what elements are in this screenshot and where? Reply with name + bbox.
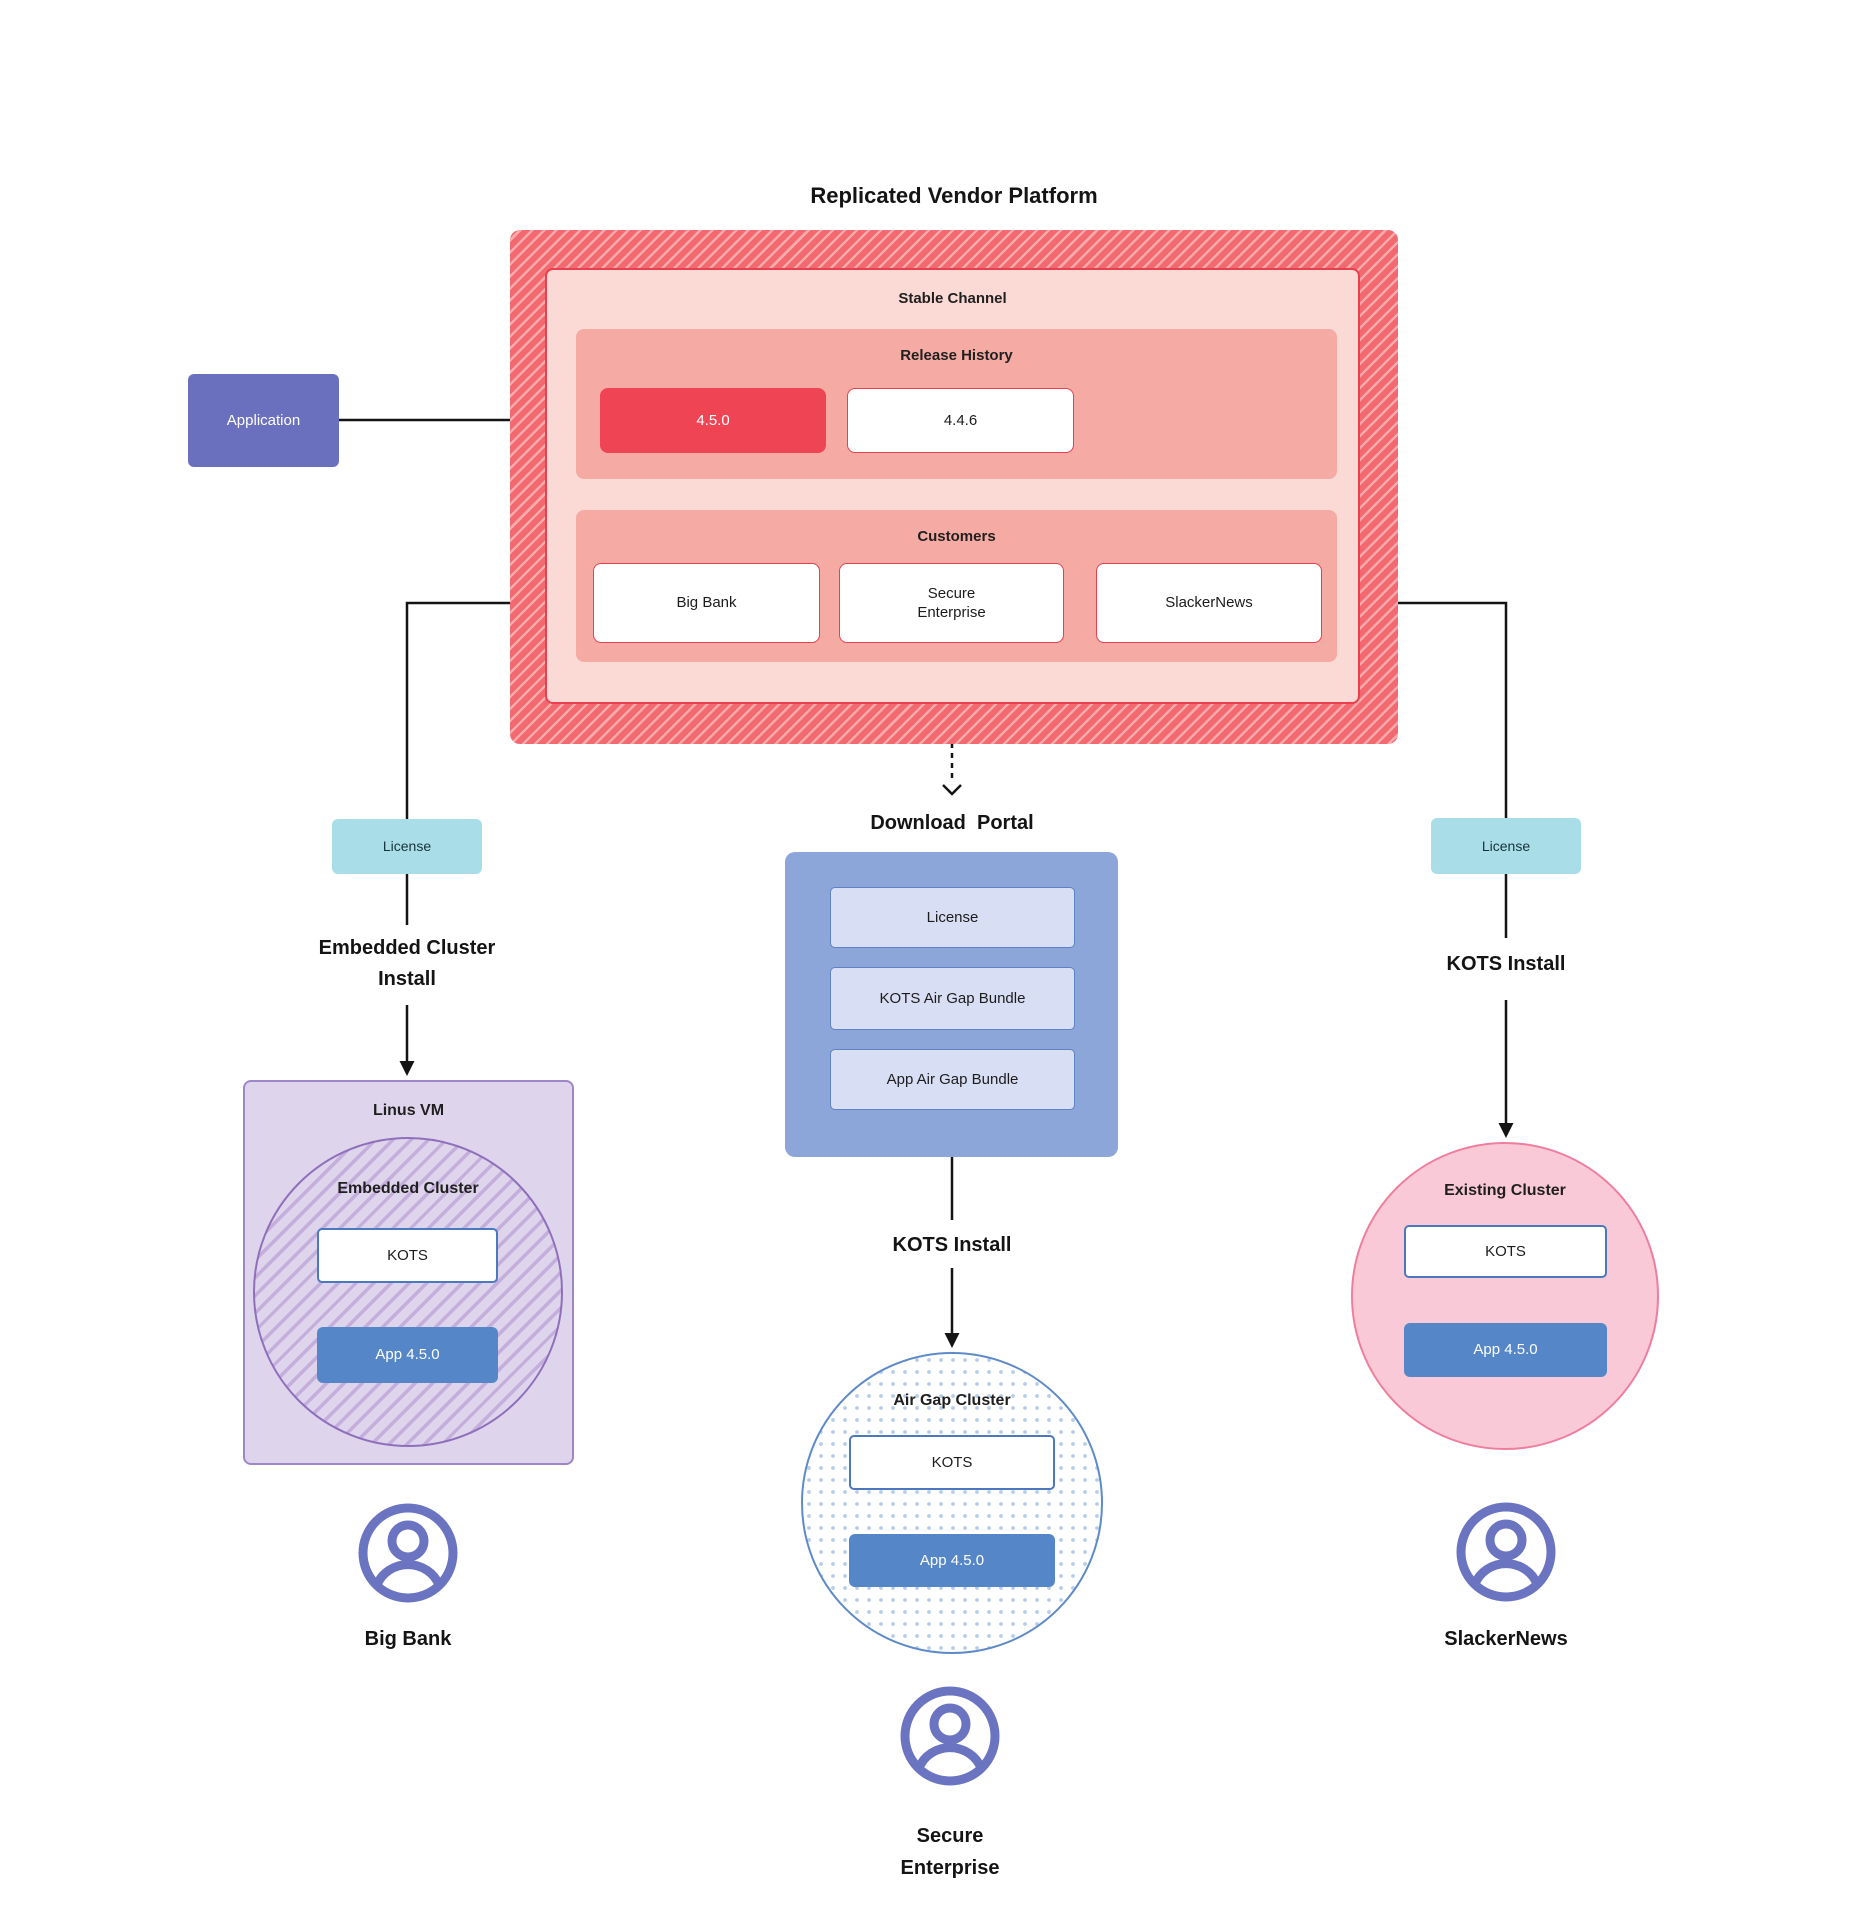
embedded-cluster-install-label: Embedded Cluster Install bbox=[318, 937, 496, 990]
arrowhead-right-install bbox=[1498, 1123, 1514, 1138]
arrowhead-left-install bbox=[399, 1061, 415, 1076]
customer-slackernews: SlackerNews bbox=[1096, 563, 1322, 643]
arrowhead-center-install bbox=[944, 1333, 960, 1348]
customer-secure-enterprise: Secure Enterprise bbox=[839, 563, 1064, 643]
big-bank-user-label: Big Bank bbox=[364, 1628, 452, 1650]
application-box: Application bbox=[188, 374, 339, 467]
secure-enterprise-user-label: Secure Enterprise bbox=[900, 1825, 1000, 1879]
right-app-box: App 4.5.0 bbox=[1404, 1323, 1607, 1377]
left-app-box: App 4.5.0 bbox=[317, 1327, 498, 1383]
release-4-5-0: 4.5.0 bbox=[600, 388, 826, 453]
embedded-cluster-circle bbox=[253, 1137, 563, 1447]
secure-enterprise-user-icon bbox=[898, 1684, 1002, 1788]
portal-kots-airgap-item: KOTS Air Gap Bundle bbox=[830, 967, 1075, 1030]
slackernews-user-icon bbox=[1454, 1500, 1558, 1604]
chevron-secure-portal bbox=[942, 784, 962, 796]
air-gap-cluster-circle bbox=[801, 1352, 1103, 1654]
left-license-box: License bbox=[332, 819, 482, 874]
download-portal-label: Download Portal bbox=[870, 812, 1034, 834]
release-4-4-6: 4.4.6 bbox=[847, 388, 1074, 453]
big-bank-user-icon bbox=[356, 1501, 460, 1605]
existing-cluster-label: Existing Cluster bbox=[1444, 1182, 1566, 1199]
slackernews-user-label: SlackerNews bbox=[1444, 1628, 1568, 1650]
center-app-box: App 4.5.0 bbox=[849, 1534, 1055, 1587]
stable-channel-label: Stable Channel bbox=[898, 290, 1007, 307]
center-kots-install-label: KOTS Install bbox=[892, 1234, 1012, 1256]
customers-label: Customers bbox=[917, 528, 996, 545]
customer-big-bank: Big Bank bbox=[593, 563, 820, 643]
left-kots-box: KOTS bbox=[317, 1228, 498, 1283]
portal-app-airgap-item: App Air Gap Bundle bbox=[830, 1049, 1075, 1110]
center-kots-box: KOTS bbox=[849, 1435, 1055, 1490]
air-gap-cluster-label: Air Gap Cluster bbox=[893, 1392, 1011, 1409]
linus-vm-label: Linus VM bbox=[372, 1102, 445, 1119]
existing-cluster-circle bbox=[1351, 1142, 1659, 1450]
release-history-label: Release History bbox=[900, 347, 1013, 364]
right-license-box: License bbox=[1431, 818, 1581, 874]
right-kots-box: KOTS bbox=[1404, 1225, 1607, 1278]
portal-license-item: License bbox=[830, 887, 1075, 948]
right-kots-install-label: KOTS Install bbox=[1446, 953, 1566, 975]
page-title: Replicated Vendor Platform bbox=[810, 183, 1098, 208]
embedded-cluster-label: Embedded Cluster bbox=[337, 1180, 479, 1197]
